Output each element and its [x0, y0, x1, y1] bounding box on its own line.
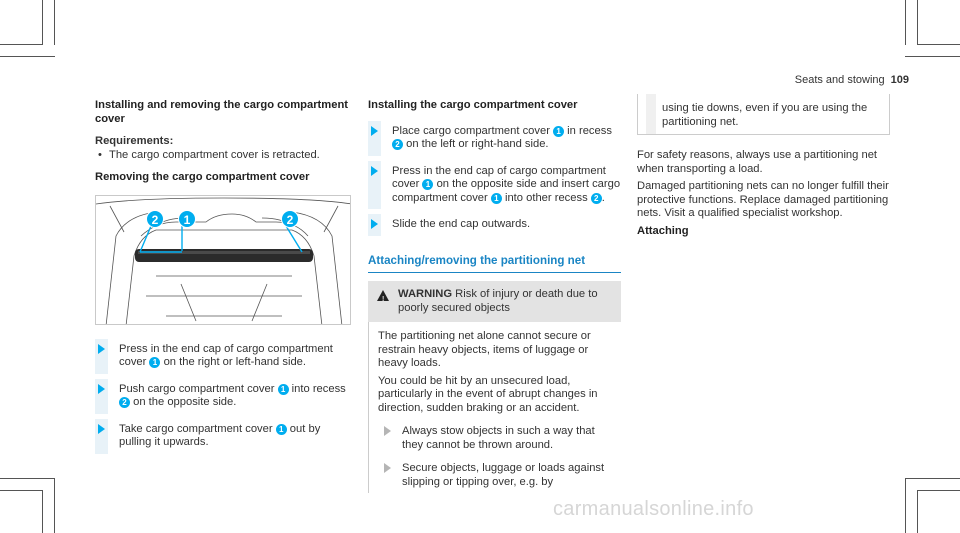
watermark: carmanualsonline.info	[553, 498, 754, 520]
ref-marker: 1	[422, 179, 434, 190]
requirements-label: Requirements:	[95, 135, 174, 147]
step-arrow-icon	[384, 426, 391, 436]
crop-mark	[917, 490, 918, 533]
crop-mark	[905, 478, 960, 479]
crop-mark	[42, 490, 43, 533]
warning-paragraph: You could be hit by an unsecured load, p…	[378, 374, 598, 414]
step-arrow-icon	[371, 165, 378, 176]
warning-body: The partitioning net alone cannot secure…	[368, 322, 621, 493]
heading-partitioning-net: Attaching/removing the partitioning net	[368, 254, 621, 273]
heading-installing: Installing the cargo compartment cover	[368, 99, 578, 111]
step-arrow-icon	[98, 423, 105, 434]
section-heading-install-remove: Installing and removing the cargo compar…	[95, 99, 349, 125]
ref-marker: 1	[275, 423, 287, 435]
ref-marker: 1	[277, 383, 289, 395]
column-1: Installing and removing the cargo compar…	[95, 99, 351, 454]
warning-paragraph: The partitioning net alone cannot secure…	[378, 330, 591, 369]
ref-marker: 2	[392, 139, 403, 150]
callout-marker-2: 2	[281, 209, 299, 228]
paragraph-safety: For safety reasons, always use a partiti…	[637, 149, 878, 175]
trunk-drawing	[96, 197, 350, 324]
crop-mark	[918, 490, 960, 491]
callout-marker-2: 2	[146, 209, 164, 228]
step-place-cover: Place cargo compartment cover 1 in reces…	[368, 120, 621, 156]
warning-header: ! WARNING Risk of injury or death due to…	[368, 281, 621, 322]
crop-mark	[54, 478, 55, 533]
step-arrow-icon	[371, 125, 378, 136]
crop-mark	[0, 478, 55, 479]
cargo-cover-illustration: 2 1 2	[95, 194, 351, 325]
crop-mark	[918, 44, 960, 45]
page-number: 109	[890, 74, 909, 86]
step-press-end-cap: Press in the end cap of cargo compartmen…	[95, 338, 351, 374]
crop-mark	[0, 490, 42, 491]
ref-marker: 1	[149, 357, 161, 368]
crop-mark	[905, 478, 906, 533]
crop-mark	[905, 56, 960, 57]
crop-mark	[0, 44, 42, 45]
header-section: Seats and stowing	[794, 74, 885, 86]
column-3: using tie downs, even if you are using t…	[637, 94, 890, 238]
callout-marker-1: 1	[178, 209, 196, 228]
step-take-cover-out: Take cargo compartment cover 1 out by pu…	[95, 418, 351, 454]
heading-removing: Removing the cargo compartment cover	[95, 171, 310, 183]
step-push-cover: Push cargo compartment cover 1 into rece…	[95, 378, 351, 414]
warning-step: Secure objects, luggage or loads against…	[378, 462, 613, 489]
requirement-item: The cargo compartment cover is retracted…	[95, 149, 351, 163]
paragraph-damaged-nets: Damaged partitioning nets can no longer …	[637, 180, 889, 219]
ref-marker: 2	[590, 192, 602, 204]
crop-mark	[0, 56, 55, 57]
running-header: Seats and stowing 109	[795, 74, 909, 88]
warning-box: ! WARNING Risk of injury or death due to…	[368, 281, 621, 493]
heading-attaching: Attaching	[637, 224, 689, 237]
crop-mark	[917, 0, 918, 45]
crop-mark	[905, 0, 906, 45]
ref-marker: 2	[119, 397, 130, 408]
step-slide-end-cap: Slide the end cap outwards.	[368, 214, 621, 236]
step-arrow-icon	[384, 463, 391, 473]
warning-triangle-icon: !	[377, 290, 389, 303]
crop-mark	[42, 0, 43, 45]
step-arrow-icon	[98, 343, 105, 354]
warning-continuation: using tie downs, even if you are using t…	[637, 94, 890, 135]
warning-step: Always stow objects in such a way that t…	[378, 425, 613, 452]
column-2: Installing the cargo compartment cover P…	[368, 99, 621, 493]
crop-mark	[54, 0, 55, 45]
ref-marker: 1	[553, 125, 565, 137]
step-arrow-icon	[98, 383, 105, 394]
step-arrow-icon	[371, 219, 378, 229]
ref-marker: 1	[490, 192, 502, 204]
step-press-insert: Press in the end cap of cargo compartmen…	[368, 160, 621, 209]
